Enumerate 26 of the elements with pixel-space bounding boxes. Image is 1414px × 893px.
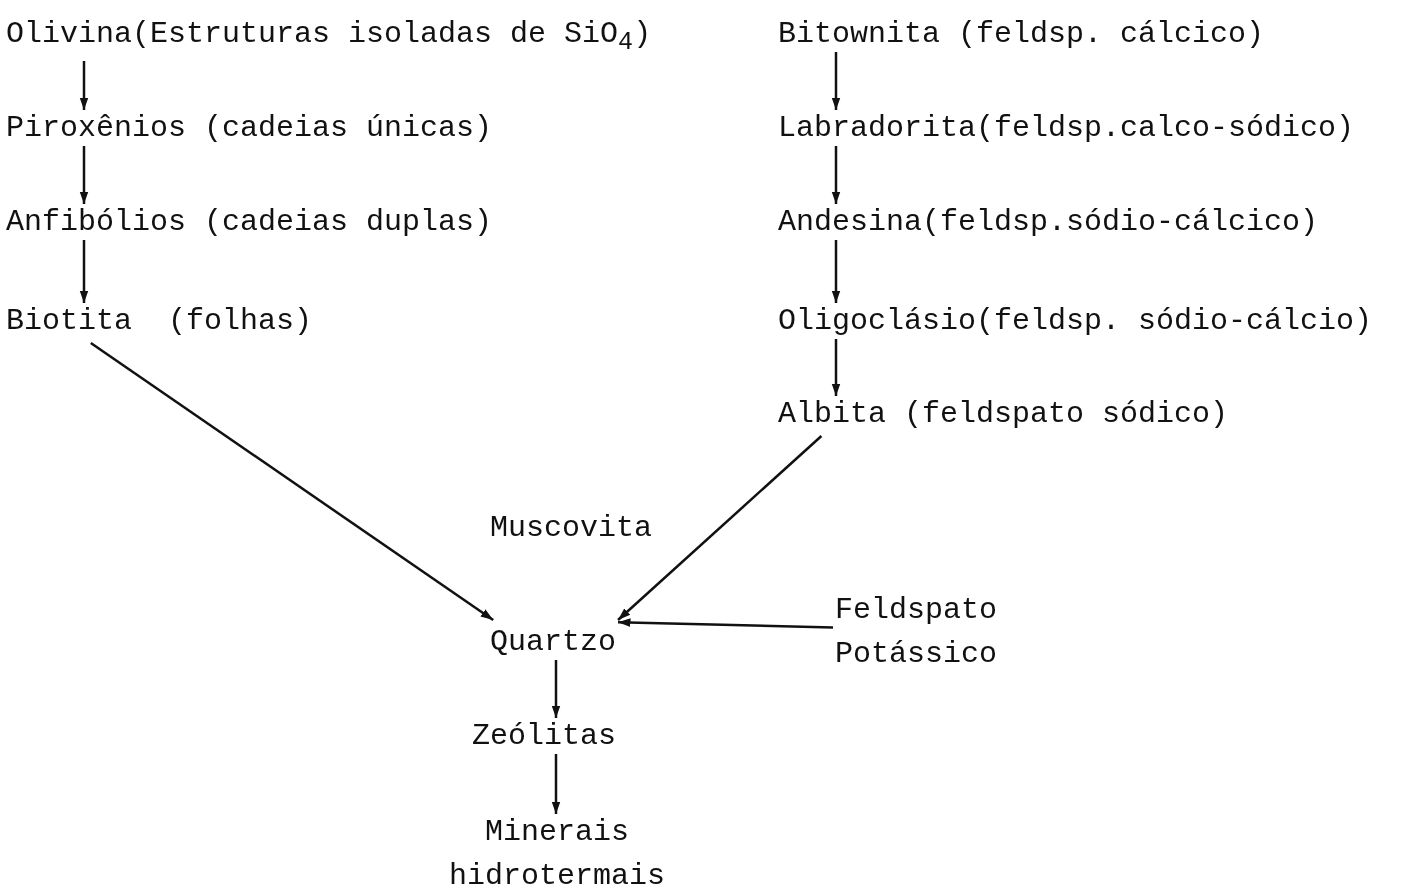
mineral-label: Andesina(feldsp.sódio-cálcico) xyxy=(776,200,1321,244)
arrow xyxy=(90,341,494,622)
mineral-label: Oligoclásio(feldsp. sódio-cálcio) xyxy=(776,299,1375,343)
arrow xyxy=(831,240,841,303)
arrow xyxy=(79,240,89,303)
mineral-label: Minerais hidrotermais xyxy=(420,810,694,893)
mineral-label: Muscovita xyxy=(488,506,655,550)
mineral-label: Anfibólios (cadeias duplas) xyxy=(4,200,495,244)
arrow xyxy=(618,618,834,629)
mineral-label: Zeólitas xyxy=(470,714,619,758)
mineral-label: Bitownita (feldsp. cálcico) xyxy=(776,12,1267,56)
arrow xyxy=(551,660,561,718)
mineral-label: Feldspato Potássico xyxy=(833,588,1027,676)
arrow xyxy=(617,435,823,621)
arrow xyxy=(551,754,561,814)
mineral-label: Olivina(Estruturas isoladas de SiO$_{4}$) xyxy=(4,12,654,65)
mineral-label: Quartzo xyxy=(488,620,619,664)
arrow xyxy=(79,61,89,110)
mineral-label: Labradorita(feldsp.calco-sódico) xyxy=(776,106,1357,150)
arrow xyxy=(831,339,841,396)
arrow xyxy=(79,146,89,204)
mineral-label: Albita (feldspato sódico) xyxy=(776,392,1231,436)
arrow xyxy=(831,52,841,110)
mineral-label: Biotita (folhas) xyxy=(4,299,315,343)
mineral-label: Piroxênios (cadeias únicas) xyxy=(4,106,495,150)
arrow xyxy=(831,146,841,204)
